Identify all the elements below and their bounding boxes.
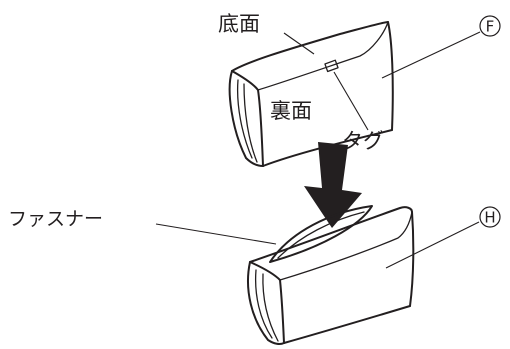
label-back-face: 裏面 xyxy=(270,99,312,123)
cover-right-edge xyxy=(387,21,394,131)
leader-marker-h xyxy=(385,221,480,269)
leader-tag xyxy=(333,71,369,131)
cover-left-end xyxy=(228,70,264,167)
marker-f-text: F xyxy=(486,18,495,36)
marker-h: H xyxy=(479,206,501,228)
base-seam-2 xyxy=(262,273,279,342)
base-block xyxy=(247,205,415,345)
leader-marker-f xyxy=(381,31,481,79)
down-arrow xyxy=(304,142,362,228)
label-zipper: ファスナー xyxy=(8,208,103,230)
cover-seam-1 xyxy=(236,79,253,159)
cover-front-edge xyxy=(231,70,264,167)
leader-zipper xyxy=(155,223,277,245)
leader-bottom-face xyxy=(283,32,315,55)
marker-h-text: H xyxy=(484,209,495,227)
base-seam-1 xyxy=(254,269,273,339)
marker-h-circle xyxy=(479,206,501,228)
base-left-end xyxy=(247,261,285,345)
zipper-inner xyxy=(277,211,365,259)
base-bottom-edge xyxy=(283,305,411,344)
cover-seam-2 xyxy=(243,83,258,163)
zipper-lens xyxy=(269,205,373,263)
label-bottom-face: 底面 xyxy=(218,12,260,36)
label-tag: タグ xyxy=(342,129,384,153)
marker-f-circle xyxy=(479,15,501,37)
cover-block xyxy=(228,21,394,167)
tag-rect xyxy=(324,59,339,73)
cover-ridge xyxy=(257,21,389,91)
marker-f: F xyxy=(479,15,501,37)
base-right-edge xyxy=(409,211,415,307)
base-ridge xyxy=(279,211,413,281)
cover-top-face xyxy=(231,21,389,72)
